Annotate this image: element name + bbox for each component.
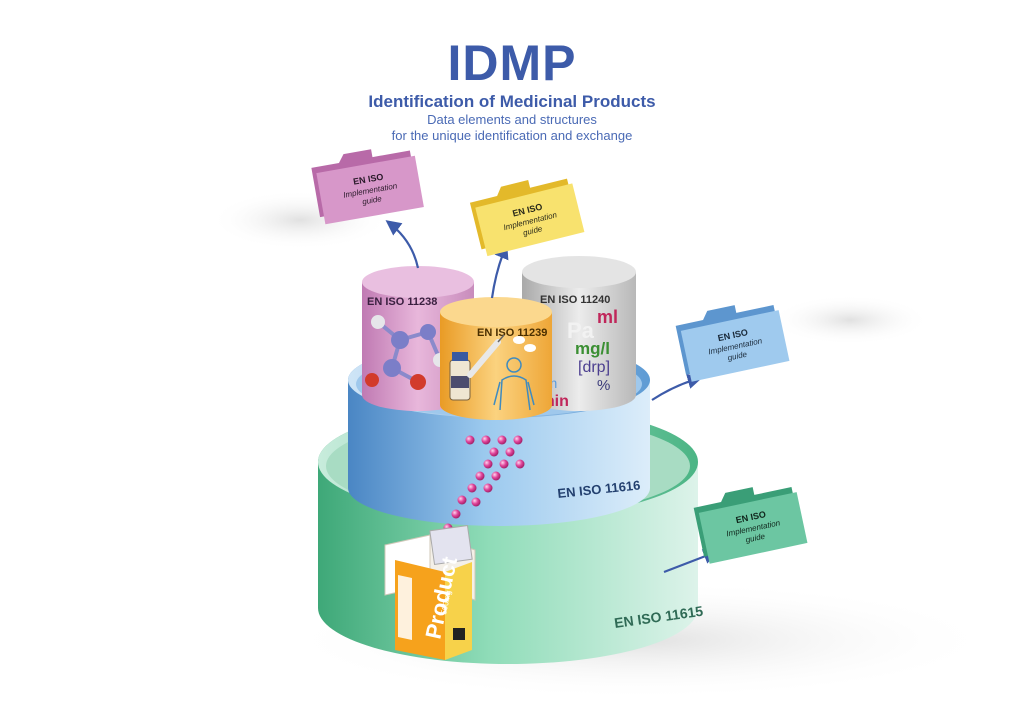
unit-ml: ml (597, 307, 618, 327)
title-block: IDMP Identification of Medicinal Product… (312, 36, 712, 144)
barcode-icon (453, 628, 465, 640)
cylinder-dose-form-label: EN ISO 11239 (477, 327, 547, 339)
shadow (770, 295, 930, 345)
folder-label-line3: guide (362, 194, 383, 206)
folder-yellow: EN ISO Implementation guide (469, 178, 585, 257)
folder-label-line3: guide (745, 532, 767, 545)
folder-pink: EN ISO Implementation guide (311, 149, 424, 225)
human-body-icon (493, 357, 535, 411)
cylinder-substance-label: EN ISO 11238 (367, 296, 437, 308)
folder-label-line3: guide (727, 350, 749, 363)
folder-green: EN ISO Implementation guide (693, 487, 808, 564)
pill-icon (513, 336, 525, 344)
unit-drp: [drp] (578, 359, 610, 376)
product-box: Product 500mg (384, 524, 476, 660)
unit-percent: % (597, 377, 610, 394)
folder-blue: EN ISO Implementation guide (675, 305, 790, 382)
cylinder-dose-form: EN ISO 11239 (440, 297, 552, 420)
unit-mgl: mg/l (575, 339, 610, 358)
unit-pa: Pa (567, 318, 595, 343)
cylinder-units-label: EN ISO 11240 (540, 294, 610, 306)
page-title: IDMP (447, 35, 577, 91)
description-line-1: Data elements and structures (427, 112, 597, 127)
description-line-2: for the unique identification and exchan… (391, 128, 633, 143)
page-subtitle: Identification of Medicinal Products (368, 92, 656, 111)
pill-icon (524, 344, 536, 352)
syringe-icon (467, 334, 505, 378)
molecule-icon (365, 315, 447, 390)
vial-icon (449, 352, 471, 401)
arrow-substance (385, 220, 420, 269)
